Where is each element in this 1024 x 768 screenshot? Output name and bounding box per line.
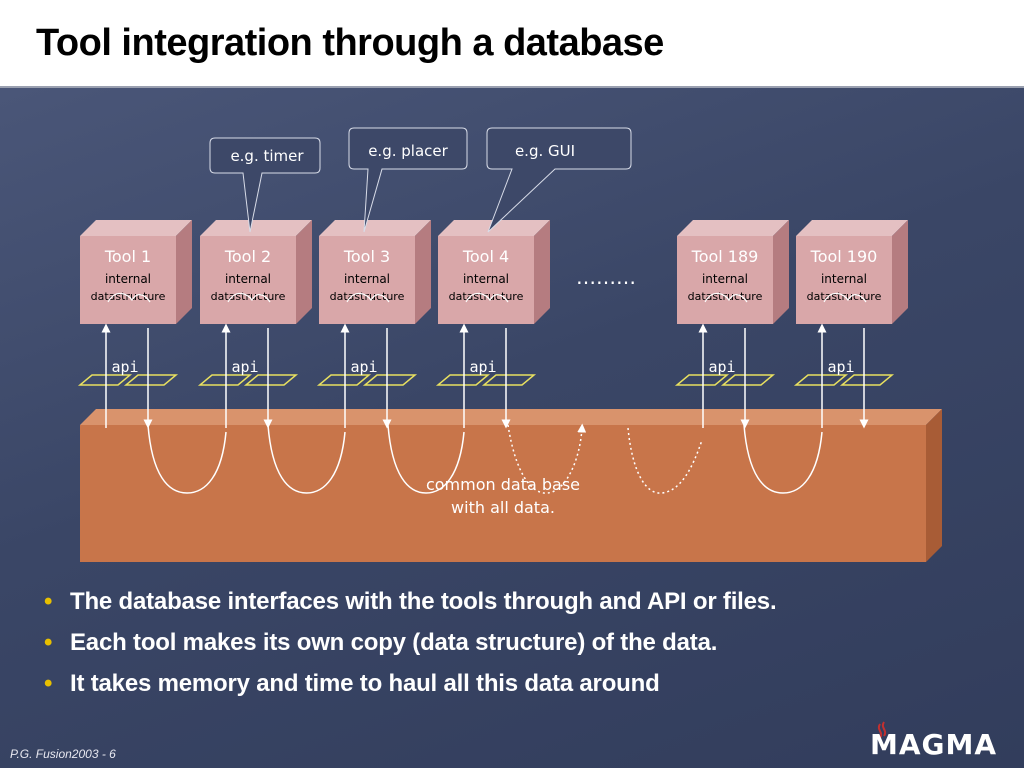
api-plane-right: [839, 374, 895, 386]
tool-name: Tool 2: [224, 247, 271, 266]
database-transfer-loop: [387, 424, 465, 494]
internal-loop: [704, 292, 748, 303]
tool-side-face: [773, 220, 789, 324]
bullet-dot: •: [44, 588, 53, 615]
database-transfer-loop: [147, 424, 227, 494]
tool-side-face: [176, 220, 192, 324]
api-plane-left: [77, 374, 133, 386]
magma-logo: MAGMA: [870, 721, 997, 758]
api-label: api: [350, 358, 377, 376]
api-plane-left: [316, 374, 372, 386]
database-transfer-loop: [267, 424, 346, 494]
bullet-text: It takes memory and time to haul all thi…: [70, 670, 660, 697]
api-plane-right: [481, 374, 537, 386]
common-database: common data base with all data.: [80, 409, 942, 562]
api-label: api: [827, 358, 854, 376]
tool-front-face: [319, 236, 415, 324]
tool-front-face: [200, 236, 296, 324]
api-plane-right: [243, 374, 299, 386]
footer: P.G. Fusion2003 - 6: [10, 747, 116, 761]
bullet-text: Each tool makes its own copy (data struc…: [70, 629, 718, 656]
tool-label-line1: internal: [344, 272, 390, 286]
tool-name: Tool 189: [691, 247, 759, 266]
api-label: api: [111, 358, 138, 376]
api-label: api: [469, 358, 496, 376]
tool-label-line1: internal: [105, 272, 151, 286]
tool-top-face: [677, 220, 789, 236]
tool-front-face: [796, 236, 892, 324]
internal-loop: [823, 292, 867, 303]
dotted-transfer-loop: [507, 423, 703, 494]
bullet-dot: •: [44, 629, 53, 656]
callout-placer: e.g. placer: [348, 127, 468, 233]
tool-front-face: [80, 236, 176, 324]
slide-title: Tool integration through a database: [36, 22, 664, 64]
api-label: api: [708, 358, 735, 376]
api-plane-left: [435, 374, 491, 386]
tool-top-face: [200, 220, 312, 236]
database-top-face: [80, 409, 942, 425]
api-plane-right: [362, 374, 418, 386]
callout-gui: e.g. GUI: [486, 127, 632, 233]
tool-name: Tool 4: [462, 247, 509, 266]
internal-loop: [346, 292, 390, 303]
tool-name: Tool 190: [810, 247, 878, 266]
svg-text:MAGMA: MAGMA: [870, 728, 997, 758]
callout-timer: e.g. timer: [209, 137, 321, 233]
database-label-line2: with all data.: [451, 498, 555, 517]
api-plane-right: [123, 374, 179, 386]
bullet-item: • Each tool makes its own copy (data stru…: [44, 629, 776, 670]
api-plane-left: [674, 374, 730, 386]
tool-name: Tool 1: [104, 247, 151, 266]
callout-gui-label: e.g. GUI: [515, 142, 575, 160]
internal-loop: [227, 292, 271, 303]
tool-top-face: [319, 220, 431, 236]
bullet-dot: •: [44, 670, 53, 697]
tool-front-face: [677, 236, 773, 324]
bullet-item: • It takes memory and time to haul all th…: [44, 670, 776, 711]
tool-side-face: [892, 220, 908, 324]
tool-front-face: [438, 236, 534, 324]
tool-label-line1: internal: [702, 272, 748, 286]
internal-loop: [107, 292, 151, 303]
database-label-line1: common data base: [426, 475, 580, 494]
tool-top-face: [438, 220, 550, 236]
ellipsis: ………: [576, 265, 636, 289]
callout-timer-label: e.g. timer: [230, 147, 304, 165]
tool-top-face: [80, 220, 192, 236]
tool-label-line1: internal: [463, 272, 509, 286]
bullet-text: The database interfaces with the tools t…: [70, 588, 777, 615]
database-transfer-loop: [743, 424, 823, 494]
tool-label-line1: internal: [225, 272, 271, 286]
tool-side-face: [415, 220, 431, 324]
bullet-list: • The database interfaces with the tools …: [44, 588, 777, 711]
tool-label-line1: internal: [821, 272, 867, 286]
callout-placer-label: e.g. placer: [368, 142, 448, 160]
api-label: api: [231, 358, 258, 376]
database-side-face: [926, 409, 942, 562]
api-plane-left: [793, 374, 849, 386]
title-bar: Tool integration through a database: [0, 0, 1024, 88]
tool-side-face: [534, 220, 550, 324]
tool-side-face: [296, 220, 312, 324]
tool-name: Tool 3: [343, 247, 390, 266]
tool-top-face: [796, 220, 908, 236]
api-plane-left: [197, 374, 253, 386]
bullet-item: • The database interfaces with the tools …: [44, 588, 777, 629]
api-plane-right: [720, 374, 776, 386]
internal-loop: [465, 292, 509, 303]
